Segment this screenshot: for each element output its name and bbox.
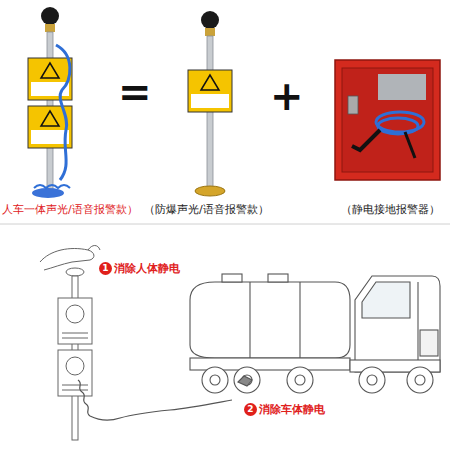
product-label: （防爆声光/语音报警款） [144,203,269,216]
callout-label: 消除人体静电 [114,262,180,275]
grounding-alarm-box [335,60,440,180]
product-label: （静电接地报警器） [341,203,440,216]
combined-pole [28,7,72,198]
plus-sign: + [270,76,304,116]
callout-label: 消除车体静电 [259,403,325,416]
callout-digit: 1 [102,264,108,273]
callout-digit: 2 [247,405,253,414]
tanker-truck [190,274,440,393]
callout-number: 2 [244,403,257,416]
callout-number: 1 [99,262,112,275]
explosion-proof-pole [188,11,232,196]
equals-sign: = [118,72,152,112]
product-label: 人车一体声光/语音报警款） [2,203,138,216]
